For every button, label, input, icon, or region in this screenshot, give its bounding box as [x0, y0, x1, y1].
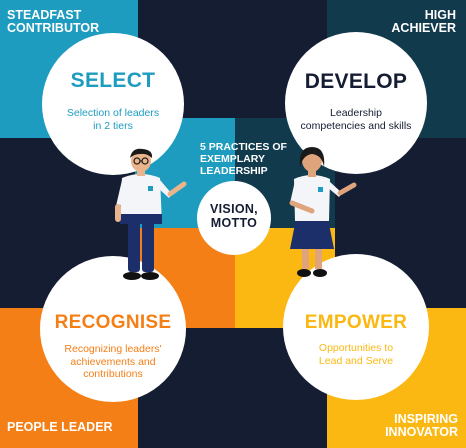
empower-description: Opportunities to Lead and Serve: [318, 342, 394, 367]
corner-label-steadfast-contributor: STEADFAST CONTRIBUTOR: [7, 8, 100, 35]
vision-motto-label: VISION, MOTTO: [210, 202, 258, 230]
corner-label-people-leader: PEOPLE LEADER: [7, 420, 113, 434]
recognise-circle: RECOGNISE Recognizing leaders' achieveme…: [40, 256, 186, 402]
empower-title: EMPOWER: [304, 312, 408, 333]
develop-circle: DEVELOP Leadership competencies and skil…: [285, 32, 427, 174]
center-heading: 5 PRACTICES OF EXEMPLARY LEADERSHIP: [200, 141, 287, 177]
select-circle: SELECT Selection of leaders in 2 tiers: [42, 33, 184, 175]
boy-student-illustration: [115, 148, 187, 280]
develop-title: DEVELOP: [304, 70, 408, 93]
develop-description: Leadership competencies and skills: [300, 107, 412, 132]
select-description: Selection of leaders in 2 tiers: [66, 107, 160, 132]
recognise-title: RECOGNISE: [54, 312, 172, 333]
recognise-description: Recognizing leaders' achievements and co…: [64, 343, 162, 380]
vision-motto-circle: VISION, MOTTO: [197, 181, 271, 255]
empower-circle: EMPOWER Opportunities to Lead and Serve: [283, 254, 429, 400]
girl-student-illustration: [289, 147, 357, 277]
select-title: SELECT: [70, 69, 156, 92]
corner-label-inspiring-innovator: INSPIRING INNOVATOR: [385, 412, 458, 439]
corner-label-high-achiever: HIGH ACHIEVER: [391, 8, 456, 35]
